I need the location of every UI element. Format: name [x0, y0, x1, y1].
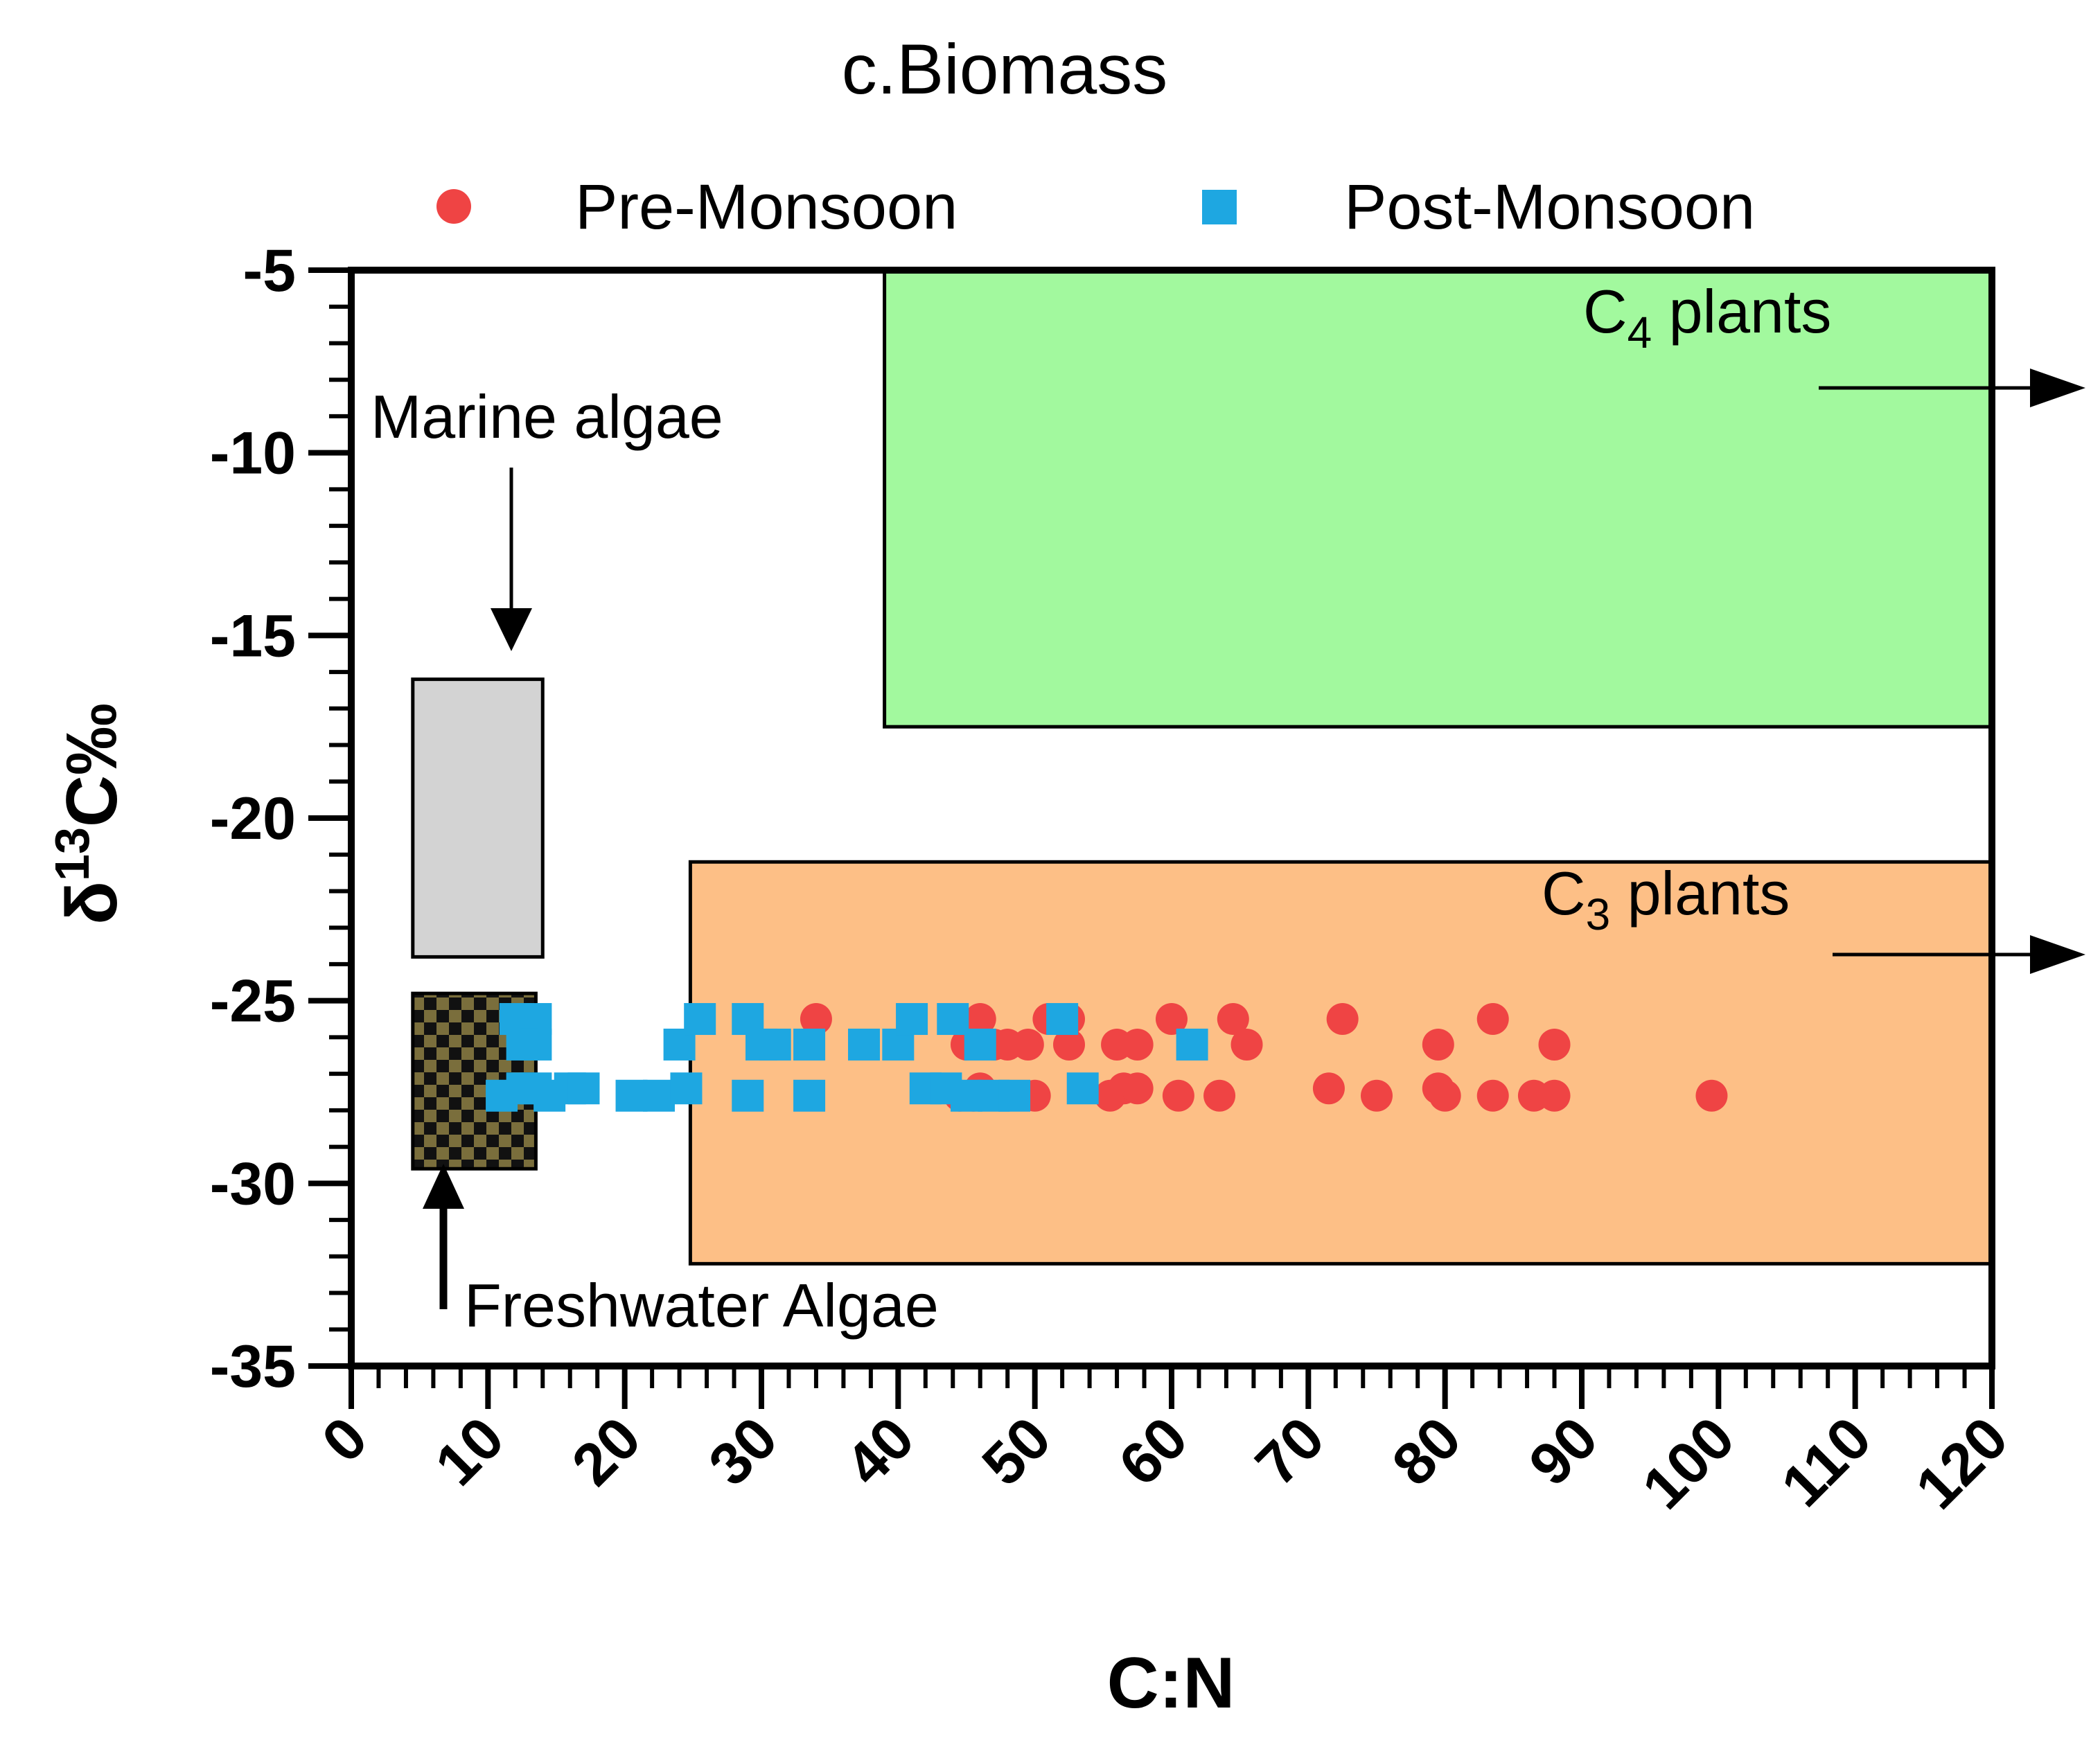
point-post-monsoon	[1066, 1072, 1099, 1105]
point-pre-monsoon	[1361, 1079, 1393, 1112]
legend-label-pre-monsoon: Pre-Monsoon	[575, 172, 958, 242]
marine-algae-arrow	[491, 468, 532, 651]
chart-title: c.Biomass	[842, 30, 1167, 109]
y-tick-label: -25	[210, 968, 296, 1035]
point-post-monsoon	[793, 1079, 826, 1112]
point-post-monsoon	[643, 1079, 675, 1112]
point-post-monsoon	[759, 1028, 791, 1061]
point-pre-monsoon	[800, 1003, 832, 1036]
legend: Pre-Monsoon Post-Monsoon	[436, 172, 1755, 242]
point-post-monsoon	[793, 1028, 826, 1061]
point-pre-monsoon	[1538, 1079, 1571, 1112]
point-pre-monsoon	[1121, 1028, 1154, 1061]
region-c3-plants	[688, 860, 1994, 1266]
point-post-monsoon	[1046, 1003, 1079, 1036]
legend-marker-pre-monsoon	[436, 189, 471, 224]
point-post-monsoon	[684, 1003, 716, 1036]
y-tick-label: -30	[210, 1151, 296, 1217]
point-post-monsoon	[896, 1003, 928, 1036]
point-post-monsoon	[964, 1028, 996, 1061]
point-post-monsoon	[1176, 1028, 1208, 1061]
c4-plants-arrow	[1819, 369, 2085, 407]
point-post-monsoon	[732, 1079, 764, 1112]
y-axis-label: δ13C‰	[45, 703, 132, 925]
point-post-monsoon	[520, 1028, 552, 1061]
region-c4-plants	[883, 268, 1994, 729]
point-post-monsoon	[937, 1003, 969, 1036]
regions-layer	[411, 268, 1994, 1266]
region-marine-algae	[411, 677, 545, 959]
legend-marker-post-monsoon	[1202, 190, 1237, 224]
point-pre-monsoon	[1217, 1003, 1249, 1036]
y-tick-label: -10	[210, 420, 296, 487]
point-pre-monsoon	[1230, 1028, 1263, 1061]
y-tick-label: -5	[243, 238, 296, 304]
point-pre-monsoon	[1053, 1028, 1085, 1061]
x-tick-label: 120	[1903, 1405, 2020, 1522]
point-pre-monsoon	[1012, 1028, 1044, 1061]
point-pre-monsoon	[1695, 1079, 1728, 1112]
point-pre-monsoon	[1203, 1079, 1236, 1112]
point-pre-monsoon	[1422, 1028, 1454, 1061]
point-pre-monsoon	[1326, 1003, 1359, 1036]
y-tick-label: -15	[210, 603, 296, 669]
x-tick-label: 20	[560, 1405, 654, 1499]
points-layer	[486, 1003, 1728, 1112]
x-tick-label: 70	[1243, 1405, 1337, 1499]
point-pre-monsoon	[1312, 1072, 1345, 1105]
x-tick-label: 50	[970, 1405, 1064, 1499]
point-post-monsoon	[615, 1079, 648, 1112]
y-tick-label: -20	[210, 786, 296, 852]
freshwater-algae-arrow	[423, 1164, 464, 1309]
point-pre-monsoon	[1121, 1072, 1154, 1105]
x-tick-label: 90	[1517, 1405, 1611, 1499]
x-tick-label: 80	[1380, 1405, 1474, 1499]
point-pre-monsoon	[1538, 1028, 1571, 1061]
point-pre-monsoon	[1476, 1003, 1509, 1036]
c3-plants-label: C3 plants	[1542, 859, 1790, 939]
x-axis-label: C:N	[1107, 1643, 1235, 1723]
point-post-monsoon	[951, 1079, 982, 1112]
x-tick-label: 0	[310, 1405, 380, 1475]
point-pre-monsoon	[1156, 1003, 1188, 1036]
x-tick-label: 10	[423, 1405, 517, 1499]
c4-plants-label: C4 plants	[1583, 277, 1831, 357]
x-tick-label: 40	[833, 1405, 927, 1499]
x-tick-label: 110	[1769, 1405, 1884, 1520]
legend-label-post-monsoon: Post-Monsoon	[1344, 172, 1755, 242]
freshwater-algae-label: Freshwater Algae	[464, 1271, 939, 1340]
point-post-monsoon	[998, 1079, 1031, 1112]
x-tick-label: 100	[1630, 1405, 1747, 1522]
point-post-monsoon	[567, 1072, 600, 1105]
point-post-monsoon	[670, 1072, 703, 1105]
x-tick-label: 30	[696, 1405, 791, 1499]
point-post-monsoon	[848, 1028, 880, 1061]
c3-plants-arrow	[1833, 935, 2085, 974]
point-pre-monsoon	[1162, 1079, 1194, 1112]
x-tick-label: 60	[1106, 1405, 1201, 1499]
y-tick-label: -35	[210, 1333, 296, 1400]
marine-algae-label: Marine algae	[371, 382, 723, 451]
point-pre-monsoon	[1476, 1079, 1509, 1112]
point-pre-monsoon	[1429, 1079, 1461, 1112]
point-pre-monsoon	[964, 1003, 996, 1036]
